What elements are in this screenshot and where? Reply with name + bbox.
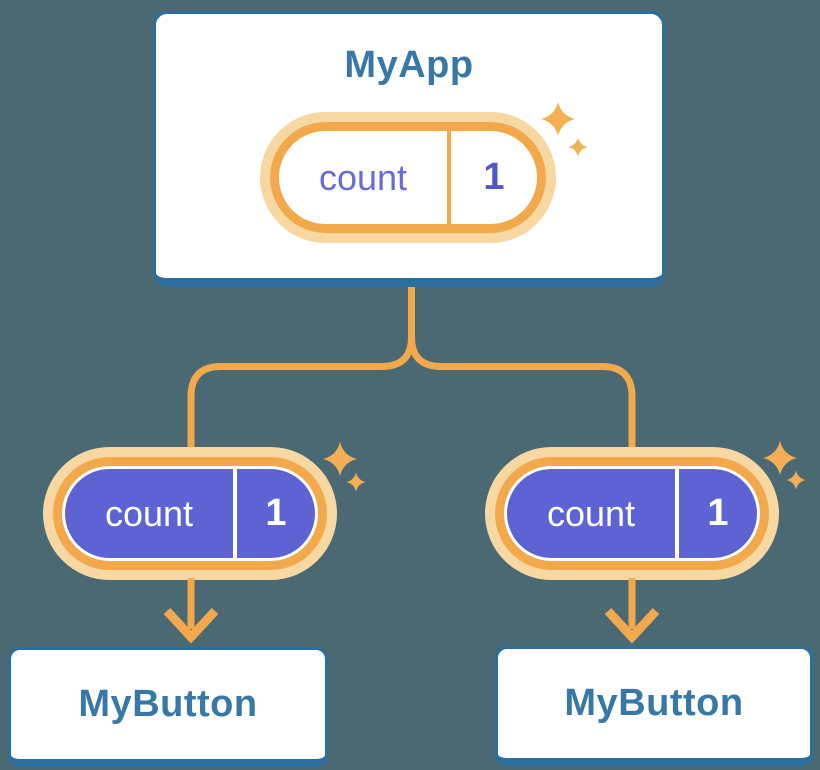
state-label: count	[104, 492, 194, 534]
component-title-myapp: MyApp	[344, 44, 474, 86]
component-title-mybutton-left: MyButton	[78, 683, 258, 725]
state-value: 1	[707, 492, 729, 534]
state-pill-myapp: count 1	[260, 112, 556, 243]
state-value: 1	[483, 156, 505, 198]
sparkle-icon-small-right	[786, 470, 806, 490]
state-label: count	[318, 156, 408, 198]
down-arrow-icon-left	[163, 578, 219, 644]
connector-branch-right-line	[408, 336, 636, 452]
pill-divider	[233, 469, 237, 558]
component-title-mybutton-right: MyButton	[564, 682, 744, 724]
state-value: 1	[265, 492, 287, 534]
component-card-mybutton-right: MyButton	[495, 646, 813, 766]
component-card-mybutton-left: MyButton	[8, 647, 328, 767]
pill-divider	[447, 131, 451, 224]
sparkle-icon-small-left	[346, 472, 366, 492]
state-pill-mybutton-right: count 1	[504, 466, 760, 561]
sparkle-icon-large-right	[763, 441, 797, 475]
connector-branch-left-line	[187, 336, 415, 452]
state-pill-mybutton-left: count 1	[62, 466, 318, 561]
pill-divider	[675, 469, 679, 558]
down-arrow-icon-right	[604, 578, 660, 644]
sparkle-icon-large-left	[323, 442, 357, 476]
state-label: count	[546, 492, 636, 534]
state-pill-myapp-body: count 1	[270, 122, 546, 233]
